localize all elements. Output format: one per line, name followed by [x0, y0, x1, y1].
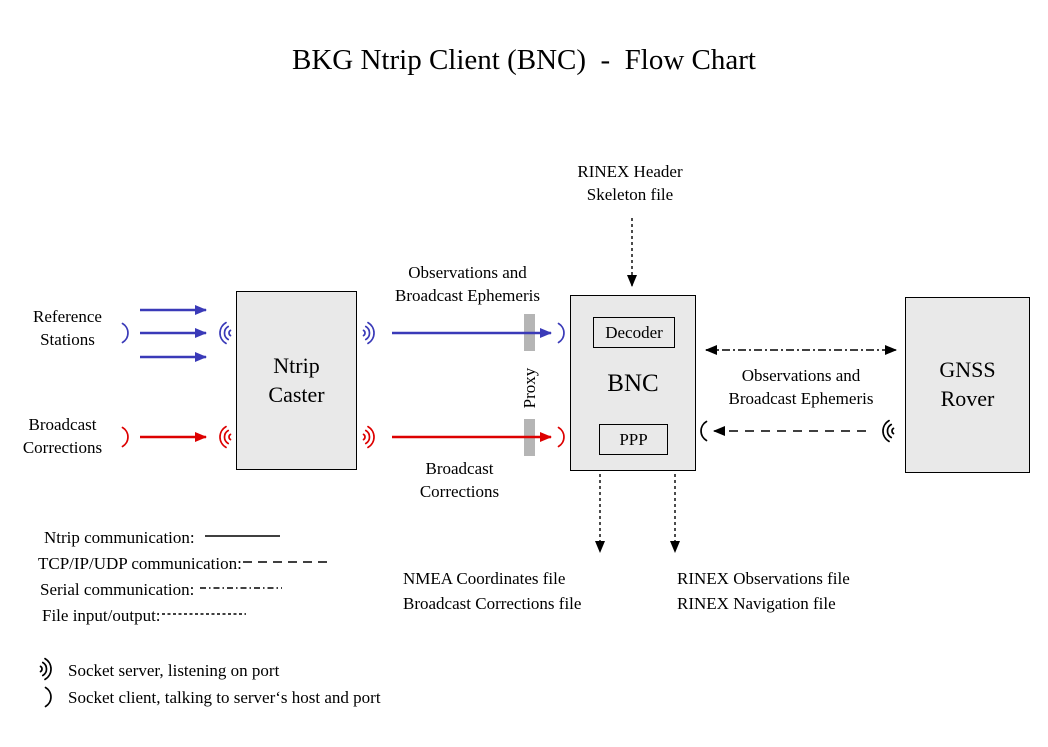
socket-server-icon — [39, 657, 52, 681]
legend-socket-server-label: Socket server, listening on port — [68, 661, 280, 680]
decoder-label: Decoder — [605, 322, 663, 342]
ntrip-caster-label: Ntrip Caster — [268, 352, 325, 407]
broadcast-corrections-input-label: Broadcast Corrections — [22, 415, 103, 458]
legend-tcp-label: TCP/IP/UDP communication: — [38, 554, 242, 573]
socket-client-icon — [121, 426, 129, 448]
nmea-output-line1: NMEA Coordinates file — [403, 569, 566, 588]
broadcast-corrections-mid-label: Broadcast Corrections — [419, 459, 500, 502]
rinex-output-label: RINEX Observations file RINEX Navigation… — [677, 567, 917, 616]
socket-client-icon — [700, 420, 708, 442]
ppp-label: PPP — [619, 429, 648, 449]
bnc-label: BNC — [607, 370, 659, 397]
page-title: BKG Ntrip Client (BNC) - Flow Chart — [292, 44, 756, 76]
socket-client-icon — [44, 686, 52, 708]
socket-client-icon — [121, 322, 129, 344]
rinex-output-line2: RINEX Navigation file — [677, 593, 836, 613]
rinex-output-line1: RINEX Observations file — [677, 569, 850, 588]
decoder-box: Decoder — [593, 317, 675, 348]
socket-client-icon — [557, 322, 565, 344]
socket-server-icon — [882, 419, 895, 443]
legend-serial-label: Serial communication: — [40, 580, 195, 599]
socket-client-icon — [557, 426, 565, 448]
socket-server-icon — [219, 321, 232, 345]
reference-stations-label: Reference Stations — [33, 307, 102, 350]
gnss-rover-label: GNSS Rover — [939, 357, 996, 411]
socket-server-icon — [362, 321, 375, 345]
nmea-output-label: NMEA Coordinates file Broadcast Correcti… — [403, 567, 643, 616]
ppp-box: PPP — [599, 424, 668, 455]
socket-server-icon — [362, 425, 375, 449]
observations-ephemeris-mid-label: Observations and Broadcast Ephemeris — [395, 263, 540, 306]
observations-ephemeris-right-label: Observations and Broadcast Ephemeris — [728, 366, 874, 409]
bnc-box: BNC Decoder PPP — [570, 295, 696, 471]
rinex-header-skeleton-label: RINEX Header Skeleton file — [577, 162, 683, 205]
ntrip-caster-box: Ntrip Caster — [236, 291, 357, 470]
nmea-output-line2: Broadcast Corrections file — [403, 593, 582, 613]
gnss-rover-box: GNSS Rover — [905, 297, 1030, 473]
legend-socket-client-label: Socket client, talking to server‘s host … — [68, 688, 381, 707]
proxy-label: Proxy — [520, 367, 539, 409]
legend-file-label: File input/output: — [42, 606, 161, 625]
legend-ntrip-label: Ntrip communication: — [44, 528, 195, 547]
socket-server-icon — [219, 425, 232, 449]
